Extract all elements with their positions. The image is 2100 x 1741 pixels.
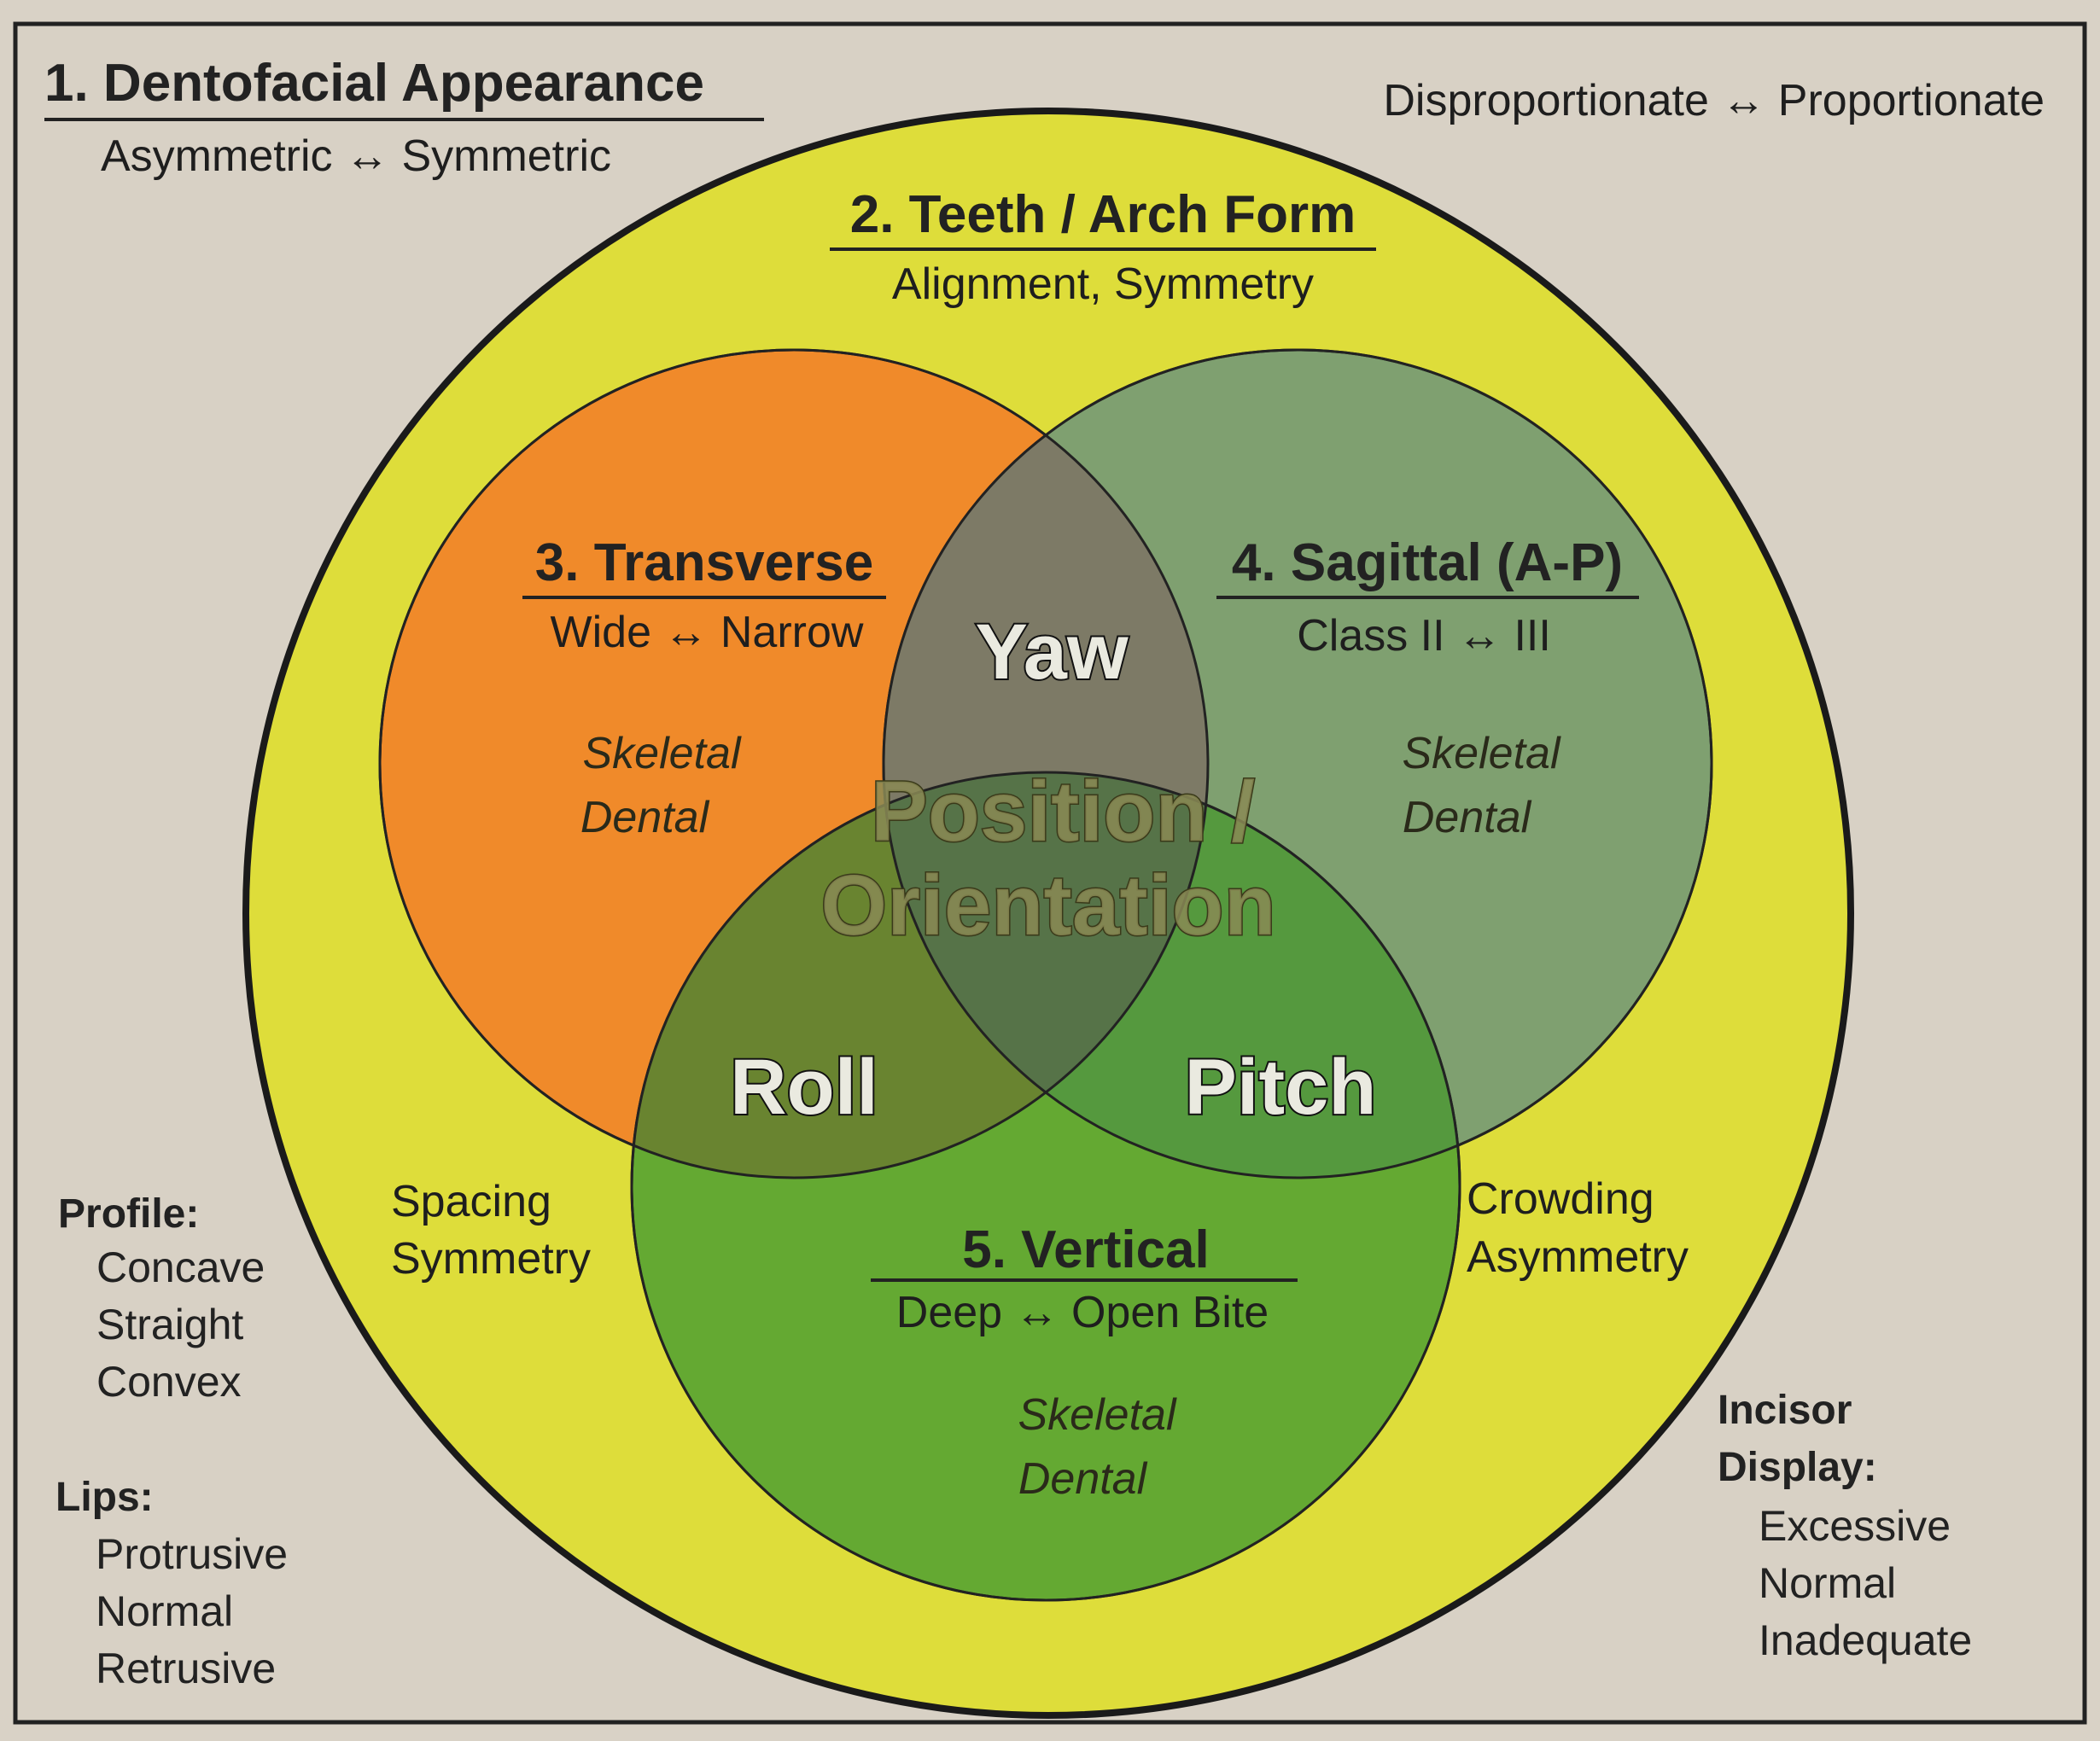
outline-transverse	[378, 348, 1210, 1179]
overlap-pitch-region	[884, 772, 1460, 1178]
transverse-dental: Dental	[580, 793, 710, 842]
vertical-dental: Dental	[1018, 1454, 1148, 1504]
profile-item: Concave	[96, 1243, 265, 1291]
crowding-label: Crowding	[1467, 1174, 1654, 1224]
profile-item: Convex	[96, 1358, 242, 1406]
sagittal-skeletal: Skeletal	[1403, 729, 1561, 778]
teeth-arch-subtitle: Alignment, Symmetry	[892, 259, 1314, 309]
outline-sagittal	[882, 348, 1713, 1179]
profile-heading: Profile:	[58, 1191, 199, 1237]
roll-label: Roll	[730, 1044, 878, 1131]
dentofacial-subtitle: Asymmetric ↔ Symmetric	[101, 131, 611, 181]
symmetry-label: Symmetry	[391, 1234, 591, 1284]
sagittal-subtitle: Class II ↔ III	[1297, 611, 1551, 661]
sagittal-title: 4. Sagittal (A-P)	[1232, 533, 1623, 592]
incisor-item: Normal	[1759, 1559, 1896, 1607]
profile-item: Straight	[96, 1301, 243, 1348]
lips-item: Protrusive	[96, 1530, 288, 1578]
transverse-skeletal: Skeletal	[583, 729, 742, 778]
proportion-scale: Disproportionate ↔ Proportionate	[1383, 76, 2045, 125]
pitch-label: Pitch	[1185, 1044, 1377, 1131]
center-label-orientation: Orientation	[820, 858, 1275, 953]
lips-item: Retrusive	[96, 1645, 276, 1692]
incisor-item: Inadequate	[1759, 1616, 1972, 1664]
lips-item: Normal	[96, 1587, 233, 1635]
sagittal-dental: Dental	[1403, 793, 1532, 842]
incisor-item: Excessive	[1759, 1502, 1951, 1550]
vertical-title: 5. Vertical	[962, 1220, 1210, 1279]
vertical-subtitle: Deep ↔ Open Bite	[896, 1288, 1269, 1337]
transverse-subtitle: Wide ↔ Narrow	[551, 608, 864, 657]
teeth-arch-title: 2. Teeth / Arch Form	[850, 185, 1356, 244]
yaw-label: Yaw	[975, 608, 1128, 696]
asymmetry-label: Asymmetry	[1467, 1232, 1689, 1282]
incisor-heading: Incisor	[1718, 1388, 1852, 1433]
spacing-label: Spacing	[391, 1177, 551, 1226]
center-label-position: Position /	[871, 764, 1255, 859]
outline-vertical	[630, 771, 1461, 1602]
vertical-skeletal: Skeletal	[1018, 1390, 1177, 1440]
overlap-roll-region	[632, 772, 1208, 1178]
incisor-heading-2: Display:	[1718, 1445, 1877, 1490]
dentofacial-title: 1. Dentofacial Appearance	[44, 54, 704, 113]
lips-heading: Lips:	[55, 1475, 154, 1520]
transverse-title: 3. Transverse	[535, 533, 873, 592]
